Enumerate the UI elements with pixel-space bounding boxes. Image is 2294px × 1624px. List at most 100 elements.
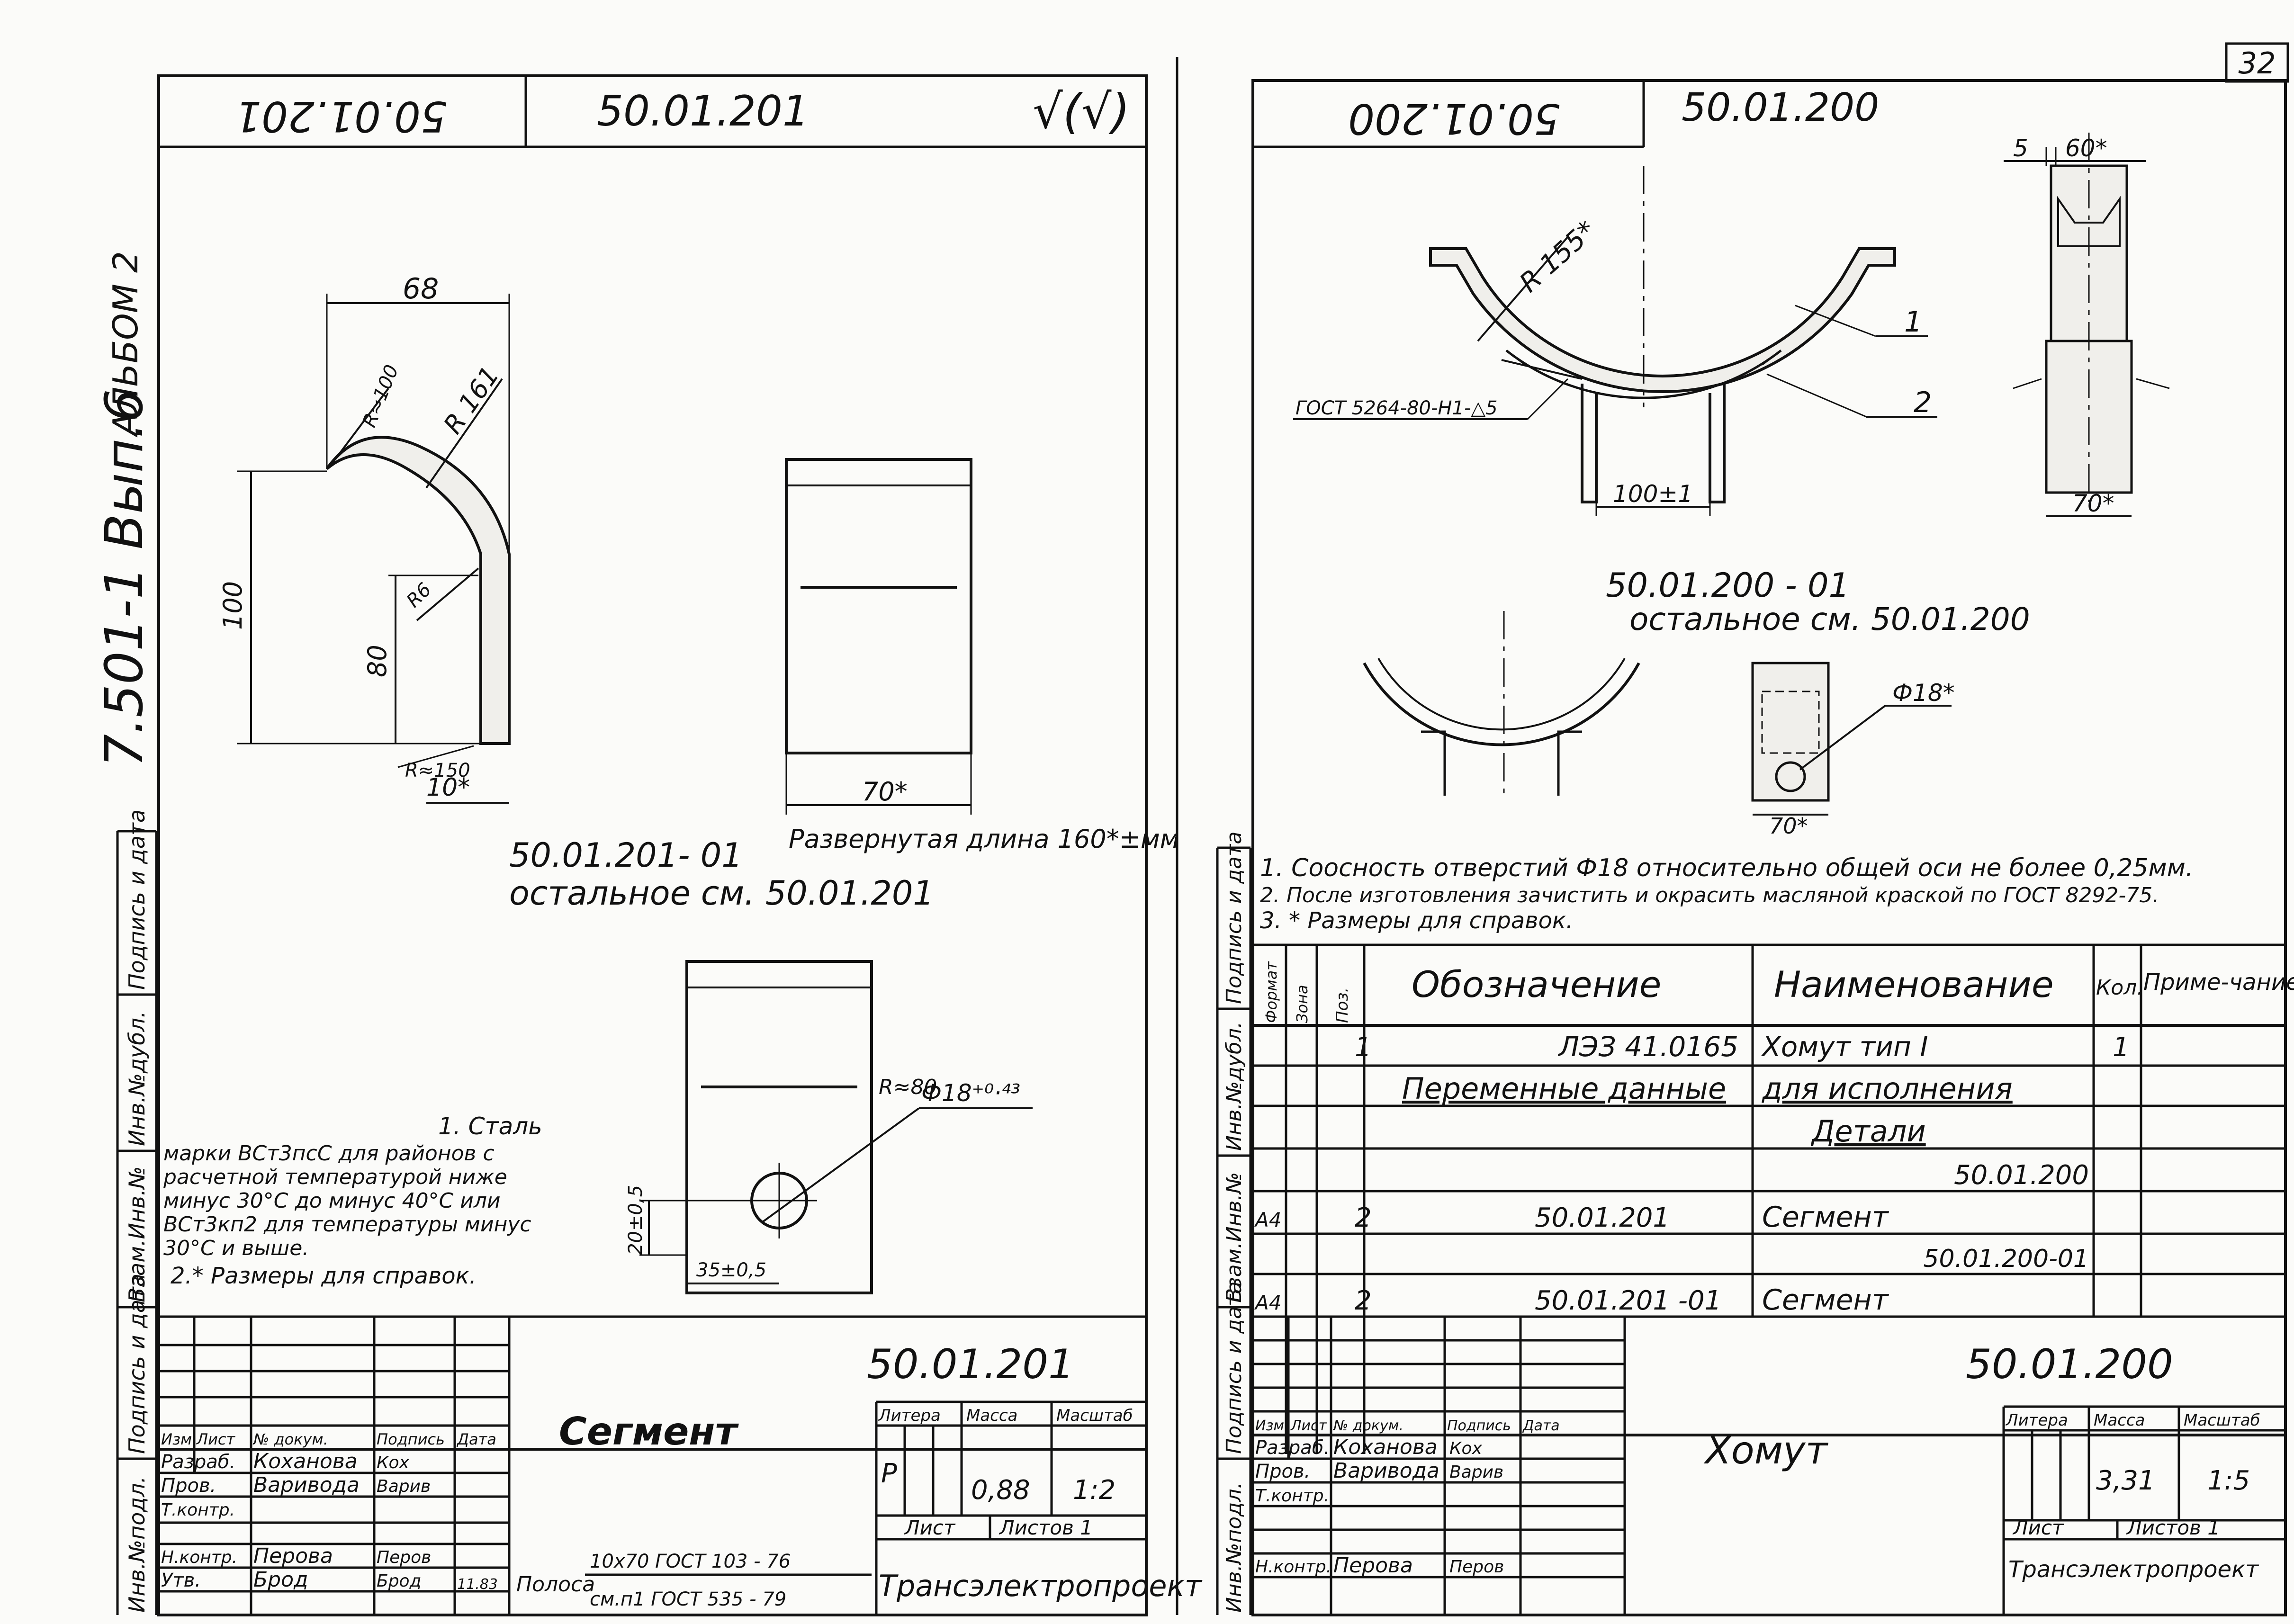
- spec-row-des: 50.01.201: [1535, 1202, 1670, 1233]
- dim-thickness: 10*: [426, 773, 470, 802]
- left-tb-person-5: Перова: [253, 1544, 333, 1568]
- left-tb-role-1: Разраб.: [161, 1451, 235, 1473]
- spec-row-des: ЛЭЗ 41.0165: [1557, 1031, 1738, 1063]
- dim-100-base: 100±1: [1613, 480, 1693, 508]
- right-tb-lit-header: Литера: [2005, 1411, 2068, 1430]
- left-tb-role-5: Н.контр.: [161, 1548, 237, 1567]
- left-note-line-2: расчетной температурой ниже: [163, 1165, 507, 1189]
- left-tb-designation: 50.01.201: [867, 1341, 1074, 1388]
- right-tb-role-2: Пров.: [1255, 1461, 1310, 1482]
- right-margin-strip: [1216, 846, 1252, 1615]
- right-code-top: 50.01.200: [1682, 85, 1879, 130]
- left-code-top: 50.01.201: [597, 87, 809, 135]
- left-tb-role-6: Утв.: [161, 1570, 201, 1591]
- left-tb-sign-5: Перов: [377, 1548, 431, 1567]
- right-tb-designation: 50.01.200: [1966, 1341, 2173, 1388]
- spec-hdr-qty: Кол.: [2096, 976, 2143, 1000]
- right-tb-scale: 1:5: [2207, 1465, 2250, 1496]
- spec-row-name: 50.01.200-01: [1923, 1245, 2089, 1273]
- left-note-line-5: 30°С и выше.: [163, 1236, 309, 1260]
- left-note-line-4: ВСт3кп2 для температуры минус: [163, 1212, 531, 1237]
- right-margin-label-sign-date-1: Подпись и дата: [1222, 1282, 1246, 1454]
- left-tb-sheet: Лист: [904, 1516, 956, 1539]
- right-tb-col-izm: Изм.: [1255, 1418, 1289, 1434]
- right-note-3: 3. * Размеры для справок.: [1260, 907, 1573, 934]
- spec-row-name: для исполнения: [1762, 1071, 2013, 1106]
- spec-row-name: Детали: [1810, 1114, 1926, 1148]
- right-tb-role-5: Н.контр.: [1255, 1557, 1331, 1577]
- right-variant-rest: остальное см. 50.01.200: [1629, 601, 2030, 637]
- spec-hdr-name: Наименование: [1774, 963, 2054, 1005]
- right-tb-mass-header: Масса: [2094, 1411, 2145, 1430]
- spec-row-qty: 1: [2113, 1032, 2130, 1063]
- right-tb-sign-1: Кох: [1449, 1439, 1483, 1458]
- left-variant-rest: остальное см. 50.01.201: [509, 874, 934, 913]
- left-note-line-3: минус 30°С до минус 40°С или: [163, 1189, 501, 1213]
- spec-row-name: Сегмент: [1762, 1201, 1889, 1234]
- dim-r100: R≈100: [359, 362, 403, 431]
- left-tb-person-1: Коханова: [253, 1449, 358, 1473]
- right-tb-role-1: Разраб.: [1255, 1437, 1330, 1459]
- margin-label-sign-date-2: Подпись и дата: [124, 809, 150, 990]
- segment-side-view: [237, 294, 511, 804]
- spec-row-pos: 1: [1355, 1032, 1372, 1063]
- left-tb-col-izm: Изм.: [161, 1430, 197, 1448]
- album-stamp: АЛЬБОМ 2: [106, 251, 145, 438]
- right-tb-sign-5: Перов: [1449, 1557, 1504, 1577]
- left-note-title: 1. Сталь: [438, 1113, 542, 1140]
- dim-r6: R6: [403, 579, 436, 612]
- clamp-front-view: [1293, 166, 1937, 516]
- dim-80: 80: [362, 645, 392, 677]
- left-margin-strip: [116, 830, 158, 1615]
- right-margin-label-sign-date-2: Подпись и дата: [1222, 832, 1246, 1004]
- margin-label-inv-dubl: Инв.№дубл.: [124, 1011, 150, 1146]
- left-note-line-6: 2.* Размеры для справок.: [171, 1263, 477, 1289]
- left-tb-person-6: Брод: [253, 1568, 308, 1592]
- left-tb-col-list: Лист: [196, 1430, 235, 1448]
- left-tb-lit-header: Литера: [878, 1406, 941, 1425]
- left-tb-date: 11.83: [457, 1576, 498, 1593]
- left-tb-material-bottom: см.п1 ГОСТ 535 - 79: [590, 1588, 786, 1610]
- margin-label-inv-podl: Инв.№подл.: [124, 1476, 150, 1613]
- spec-row-2: Переменные данные для исполнения: [1402, 1071, 2013, 1106]
- right-sheet: 50.01.200 50.01.200: [1251, 79, 2294, 1616]
- spec-row-pos: 2: [1355, 1285, 1372, 1316]
- margin-label-sign-date-1: Подпись и дата: [124, 1274, 150, 1454]
- spec-table: [1253, 943, 2285, 1454]
- dim-hole-18: Ф18⁺⁰·⁴³: [921, 1079, 1020, 1107]
- dim-strip-70: 70*: [862, 777, 908, 807]
- spec-row-name: Сегмент: [1762, 1283, 1889, 1317]
- spec-row-fmt: А4: [1254, 1208, 1281, 1231]
- dim-r155: R 155*: [1514, 215, 1602, 299]
- right-margin-label-inv-podl: Инв.№подл.: [1222, 1482, 1246, 1613]
- spec-row-des: 50.01.201 -01: [1535, 1285, 1721, 1316]
- pos-1: 1: [1904, 305, 1922, 339]
- right-tb-person-5: Перова: [1333, 1553, 1413, 1578]
- left-variant-code: 50.01.201- 01: [509, 836, 743, 875]
- spec-row-7: А4 2 50.01.201 -01 Сегмент: [1254, 1283, 1889, 1317]
- variant-strip-view: [639, 960, 1033, 1294]
- dim-60: 60*: [2065, 135, 2107, 162]
- right-sheet-frame: [1251, 79, 2287, 1616]
- right-tb-sheets: Листов 1: [2126, 1516, 2220, 1539]
- dim-hole-35: 35±0,5: [696, 1259, 766, 1281]
- clamp-side-view: [2004, 133, 2170, 517]
- left-tb-name: Сегмент: [559, 1409, 739, 1454]
- spec-hdr-pos: Поз.: [1333, 987, 1352, 1023]
- left-tb-scale: 1:2: [1073, 1475, 1116, 1506]
- spec-hdr-designation: Обозначение: [1412, 963, 1661, 1005]
- left-tb-org: Трансэлектропроект: [879, 1569, 1203, 1603]
- developed-strip-view: [785, 458, 972, 815]
- right-note-2: 2. После изготовления зачистить и окраси…: [1260, 883, 2159, 907]
- spec-hdr-zone: Зона: [1293, 985, 1311, 1023]
- left-tb-person-2: Варивода: [253, 1473, 360, 1497]
- spec-row-5: А4 2 50.01.201 Сегмент: [1254, 1201, 1889, 1234]
- left-tb-scale-header: Масштаб: [1056, 1406, 1133, 1425]
- right-tb-sheet: Лист: [2012, 1516, 2064, 1539]
- right-margin-label-inv-dubl: Инв.№дубл.: [1222, 1022, 1246, 1151]
- dim-70-variant: 70*: [1769, 813, 1808, 839]
- spec-row-1: 1 ЛЭЗ 41.0165 Хомут тип I 1: [1355, 1031, 2130, 1063]
- left-tb-sheets: Листов 1: [999, 1516, 1093, 1539]
